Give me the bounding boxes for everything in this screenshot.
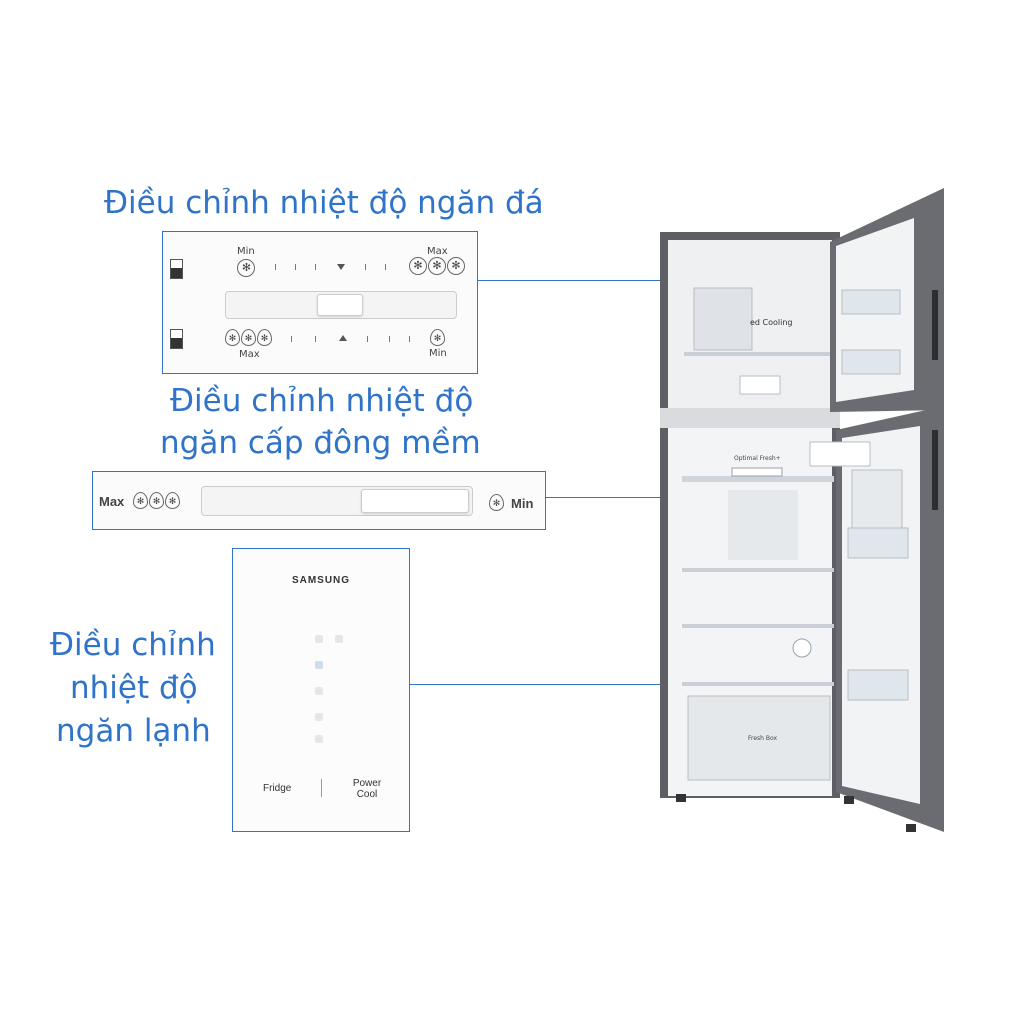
refrigerator-image: ed Cooling Optimal Fresh+ Fresh Box xyxy=(660,188,944,832)
fresh-zone-label: Optimal Fresh+ xyxy=(734,455,781,462)
fridge-touch-panel: SAMSUNG Fridge Power Cool xyxy=(232,548,410,832)
soft-connector-line xyxy=(546,497,758,498)
soft-freeze-caption-line1: Điều chỉnh nhiệt độ xyxy=(170,383,474,419)
position-arrow-down-icon xyxy=(337,264,345,270)
freezer-slider-knob[interactable] xyxy=(317,294,363,316)
cool-label: Cool xyxy=(356,789,378,800)
soft-freeze-control-panel: Max ✻ ✻ ✻ ✻ Min xyxy=(92,471,546,530)
top-min-label: Min xyxy=(237,246,255,257)
fresh-box-label: Fresh Box xyxy=(748,735,777,742)
soft-min-snow-icon: ✻ xyxy=(489,494,504,511)
soft-slider-knob[interactable] xyxy=(361,489,469,513)
fridge-caption-line2: nhiệt độ xyxy=(70,670,198,706)
freezer-control-panel: Min ✻ Max ✻ ✻ ✻ ✻ ✻ ✻ Max ✻ Min xyxy=(162,231,478,374)
water-drop-three-icon: ✻ ✻ ✻ xyxy=(225,329,272,346)
panel-divider xyxy=(321,779,322,797)
temp-indicator-dots xyxy=(313,635,353,745)
soft-max-snow-icon: ✻ ✻ ✻ xyxy=(133,492,180,509)
power-cool-button[interactable]: Power Cool xyxy=(345,778,389,800)
soft-max-label: Max xyxy=(99,494,125,509)
fridge-caption-line1: Điều chỉnh xyxy=(50,627,216,663)
freezer-connector-line xyxy=(478,280,760,281)
bottom-min-label: Min xyxy=(429,348,447,359)
snowflake-three-icon: ✻ ✻ ✻ xyxy=(409,257,465,275)
fridge-connector-line xyxy=(410,684,840,685)
position-arrow-up-icon xyxy=(339,335,347,341)
snowflake-one-icon: ✻ xyxy=(237,259,255,277)
cooling-label: ed Cooling xyxy=(750,318,793,327)
fridge-caption-line3: ngăn lạnh xyxy=(56,713,211,749)
soft-min-label: Min xyxy=(511,496,534,511)
freezer-caption: Điều chỉnh nhiệt độ ngăn đá xyxy=(104,185,544,221)
bottom-max-label: Max xyxy=(239,349,260,360)
water-drop-one-icon: ✻ xyxy=(430,329,445,346)
switch-bottom-icon xyxy=(170,329,183,349)
soft-freeze-caption-line2: ngăn cấp đông mềm xyxy=(160,425,481,461)
top-max-label: Max xyxy=(427,246,448,257)
switch-top-icon xyxy=(170,259,183,279)
brand-logo: SAMSUNG xyxy=(291,575,351,586)
fridge-button-label[interactable]: Fridge xyxy=(263,783,292,794)
power-label: Power xyxy=(352,778,382,789)
